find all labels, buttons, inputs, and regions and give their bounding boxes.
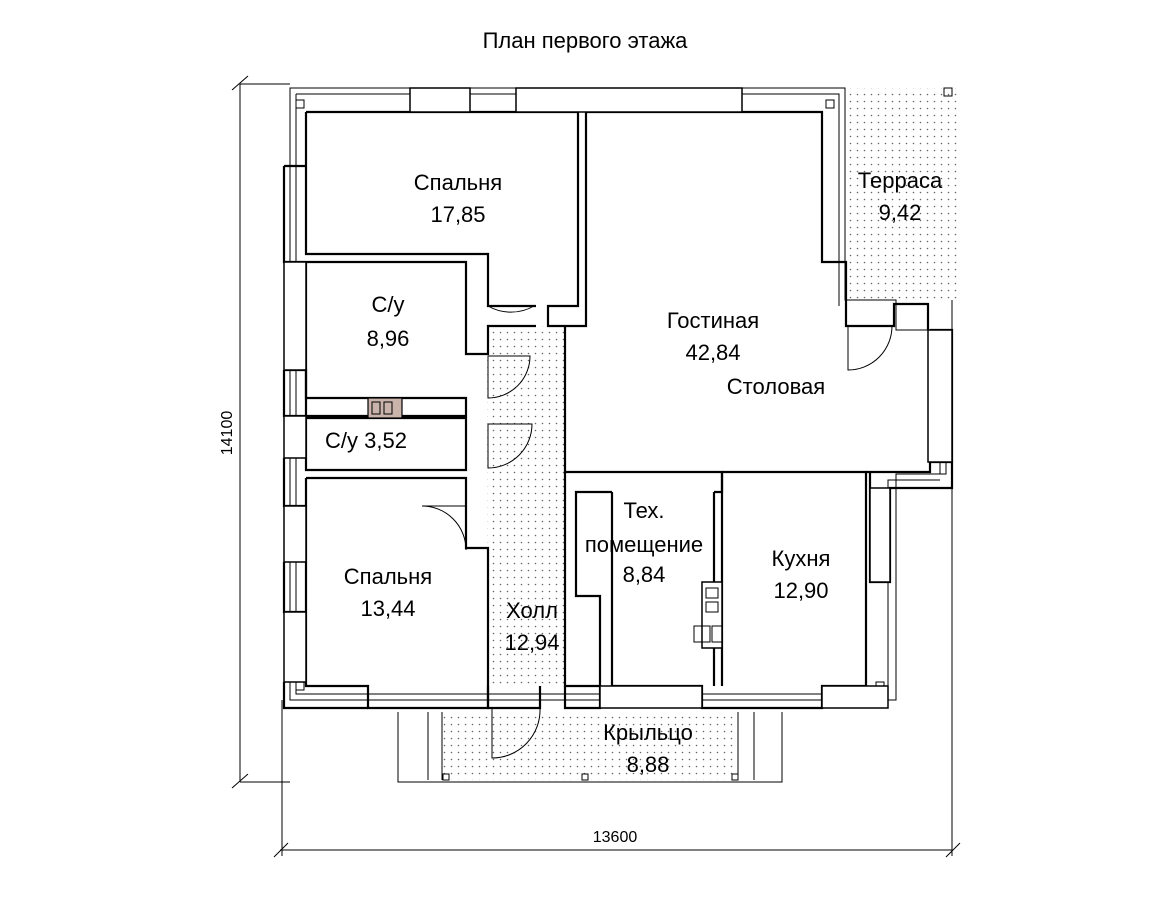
tiled-areas (442, 88, 958, 780)
room-area: 12,90 (773, 578, 828, 603)
door (487, 260, 535, 313)
room-area: 17,85 (430, 202, 485, 227)
door (421, 505, 467, 551)
window (599, 685, 703, 709)
door (487, 355, 531, 399)
room-name-secondary: Столовая (727, 374, 825, 399)
window (283, 261, 307, 371)
room-name: Гостиная (667, 308, 759, 333)
room-name: Терраса (858, 168, 943, 193)
room-label: С/у 3,52 (325, 428, 407, 453)
room-area: 8,88 (627, 752, 670, 777)
doors (421, 260, 893, 759)
room-name: Спальня (344, 564, 432, 589)
window (409, 87, 471, 113)
room-name: С/у (372, 292, 405, 317)
room-area: 9,42 (879, 200, 922, 225)
room-area: 8,84 (623, 562, 666, 587)
ventilation-shafts (367, 397, 723, 649)
windows (283, 87, 953, 709)
window (515, 87, 743, 113)
window (869, 487, 891, 583)
door (491, 707, 541, 759)
door (487, 423, 533, 469)
plan-title: План первого этажа (483, 28, 689, 53)
hall-floor (487, 326, 565, 686)
room-area: 12,94 (504, 630, 559, 655)
room-name: Холл (506, 598, 558, 623)
width-dimension: 13600 (593, 829, 638, 846)
room-name: Кухня (772, 546, 831, 571)
window (821, 685, 889, 709)
room-area: 42,84 (685, 340, 740, 365)
window (283, 611, 307, 683)
porch-contour (397, 712, 783, 783)
window (283, 505, 307, 563)
room-name: Спальня (414, 170, 502, 195)
porch-floor (442, 712, 738, 780)
room-name: Крыльцо (603, 720, 693, 745)
room-area: 8,96 (367, 326, 410, 351)
door (847, 325, 893, 371)
window (283, 415, 307, 459)
terrace-floor (845, 88, 958, 300)
room-area: 13,44 (360, 596, 415, 621)
room-name-secondary: помещение (585, 532, 703, 557)
vent-shaft (367, 397, 403, 419)
height-dimension: 14100 (219, 411, 236, 456)
window (927, 329, 953, 463)
room-name: Тех. (623, 498, 664, 523)
